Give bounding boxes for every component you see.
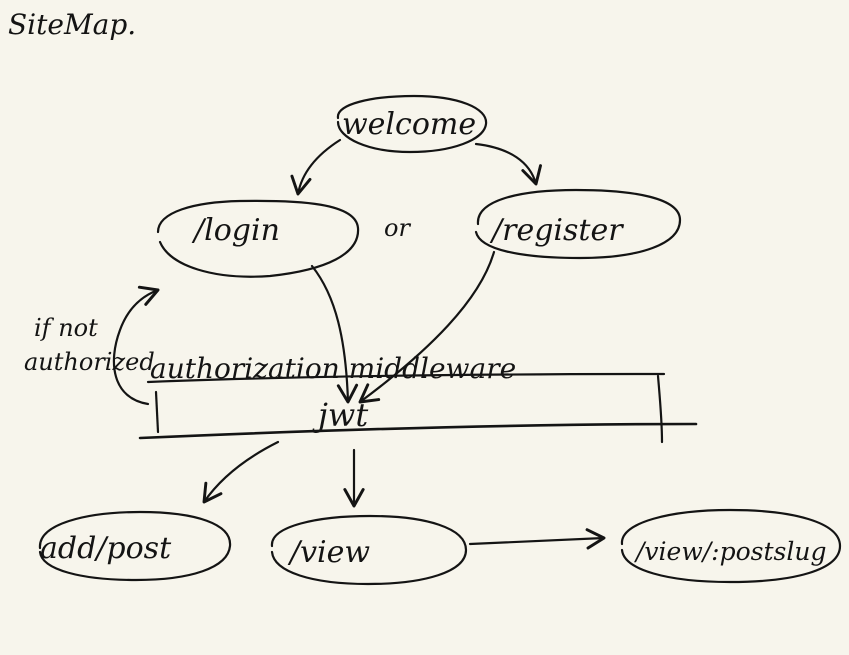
middleware-box	[138, 372, 698, 444]
node-welcome-label: welcome	[342, 107, 476, 142]
arrow-welcome-to-register	[474, 142, 542, 186]
node-outline	[620, 508, 842, 584]
arrow-unauthorized-fallback	[112, 285, 160, 406]
node-welcome: welcome	[336, 94, 488, 154]
middleware-bottom-line	[138, 422, 698, 440]
middleware-right-edge	[656, 374, 664, 444]
node-outline	[474, 188, 682, 260]
node-view-postslug: /view/:postslug	[620, 508, 842, 584]
node-outline	[156, 199, 360, 278]
jwt-label: jwt	[312, 396, 368, 434]
node-login: /login	[156, 199, 360, 278]
arrow-jwt-to-add-post	[202, 440, 280, 504]
or-separator: or	[384, 214, 411, 242]
node-add-post: add/post	[38, 510, 232, 582]
node-view-postslug-label: /view/:postslug	[634, 537, 826, 566]
middleware-left-edge	[154, 390, 160, 434]
node-outline	[270, 514, 468, 586]
node-outline	[38, 510, 232, 582]
node-add-post-label: add/post	[40, 531, 172, 566]
arrow-login-to-jwt	[310, 264, 359, 404]
page-title: SiteMap.	[8, 8, 136, 41]
node-view-label: /view	[287, 535, 370, 570]
arrow-view-to-postslug	[468, 528, 606, 550]
middleware-top-line	[146, 372, 666, 384]
fallback-note-line1: if not	[34, 314, 98, 342]
node-register-label: /register	[489, 213, 624, 248]
node-register: /register	[474, 188, 682, 260]
node-view: /view	[270, 514, 468, 586]
arrow-welcome-to-login	[290, 138, 342, 196]
fallback-note-line2: authorized	[24, 348, 155, 376]
node-outline	[336, 94, 488, 154]
node-login-label: /login	[191, 213, 280, 248]
arrow-register-to-jwt	[358, 250, 496, 404]
